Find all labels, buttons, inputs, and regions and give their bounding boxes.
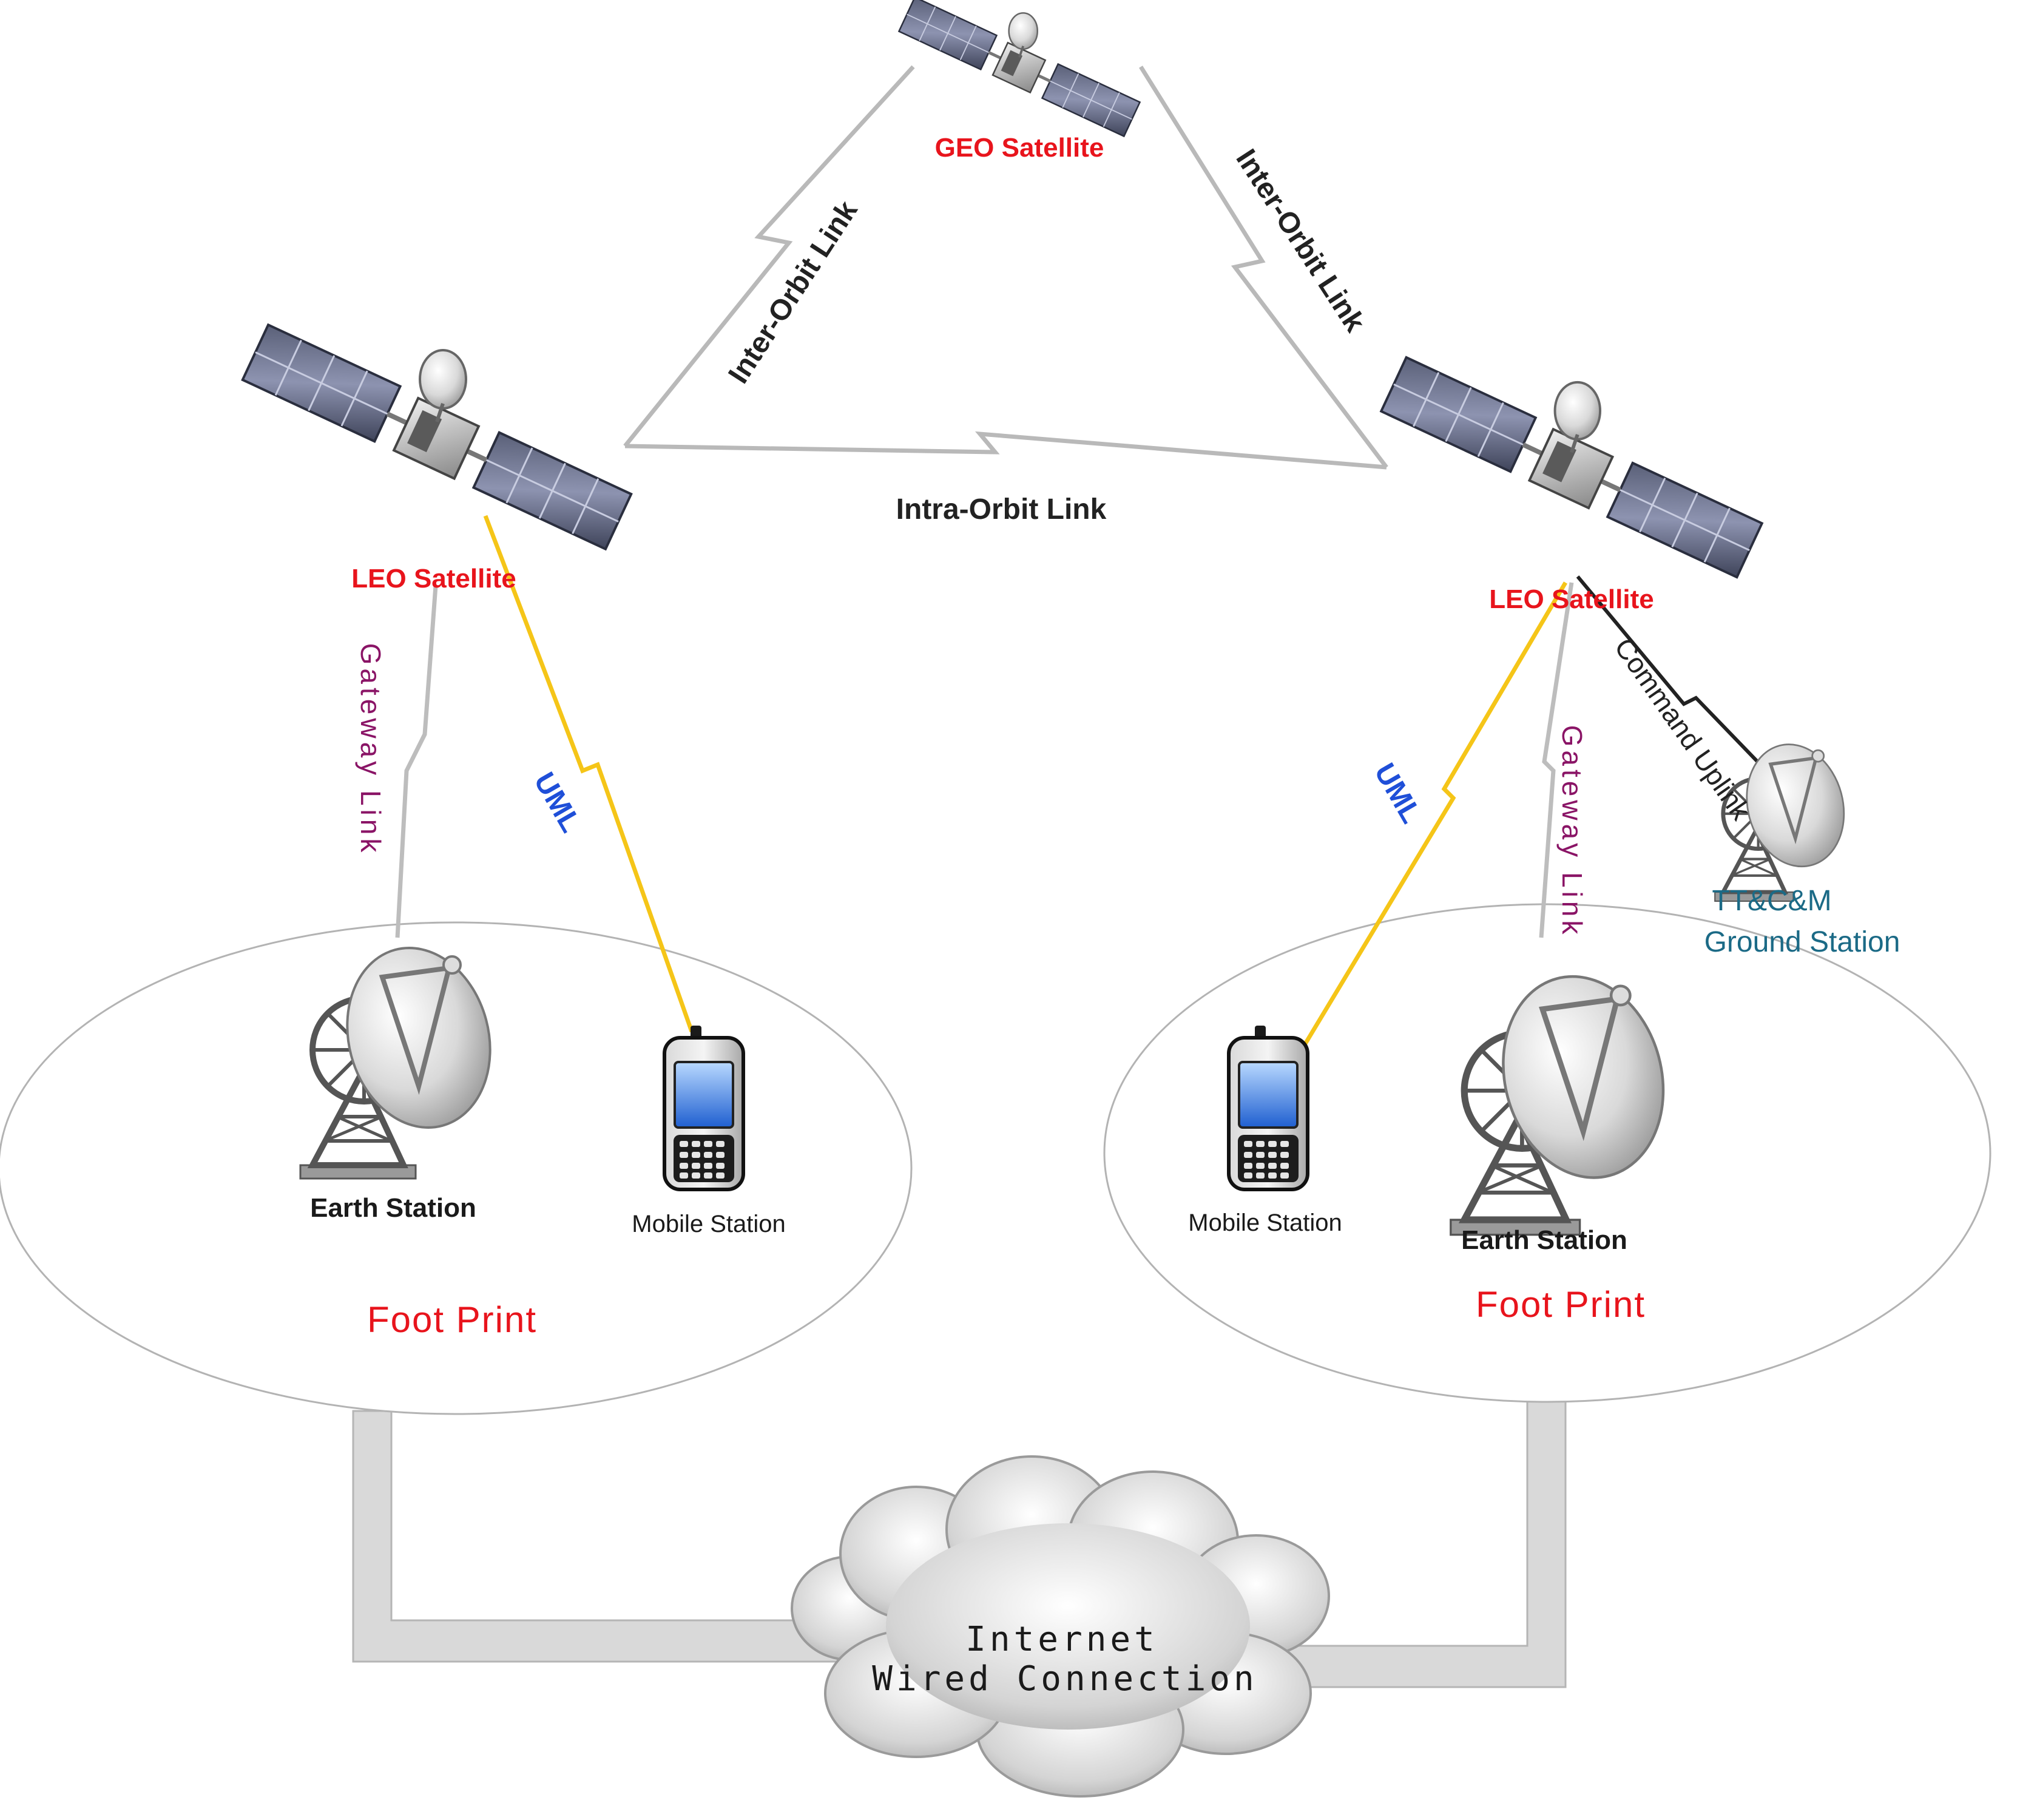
command-uplink-beam <box>1576 575 1783 788</box>
leo-satellite-right-label: LEO Satellite <box>1489 584 1653 614</box>
mobile-station-right-label: Mobile Station <box>1188 1209 1342 1236</box>
inter-orbit-link-left-label: Inter-Orbit Link <box>722 195 863 390</box>
geo-satellite-label: GEO Satellite <box>935 133 1104 163</box>
ground-station-label-line2: Ground Station <box>1704 926 1900 958</box>
uml-right-label: UML <box>1368 758 1427 829</box>
uml-beam-left <box>483 515 694 1033</box>
internet-label: Internet <box>965 1620 1158 1659</box>
gateway-link-left <box>395 585 438 938</box>
geo-satellite-icon <box>899 0 1140 137</box>
command-uplink-label: Command Uplink <box>1609 632 1758 826</box>
orbit-link-triangle <box>623 65 1388 470</box>
uml-left-label: UML <box>527 767 587 838</box>
earth-station-right-label: Earth Station <box>1461 1225 1627 1255</box>
footprint-left-label: Foot Print <box>367 1299 537 1340</box>
earth-station-left-label: Earth Station <box>310 1193 476 1223</box>
wired-connection-label: Wired Connection <box>872 1659 1257 1699</box>
mobile-phone-left-icon <box>664 1026 743 1189</box>
leo-satellite-right-icon <box>1381 357 1762 577</box>
leo-satellite-left-icon <box>243 325 631 549</box>
gateway-link-right <box>1539 582 1574 938</box>
gateway-link-right-label: Gateway Link <box>1556 725 1588 938</box>
footprint-right-label: Foot Print <box>1476 1284 1646 1325</box>
intra-orbit-link-label: Intra-Orbit Link <box>896 493 1107 526</box>
uml-beam-right <box>1300 581 1568 1051</box>
gateway-link-left-label: Gateway Link <box>355 643 387 856</box>
leo-satellite-left-label: LEO Satellite <box>351 564 516 594</box>
mobile-station-left-label: Mobile Station <box>632 1211 785 1237</box>
ground-station-label-line1: TT&C&M <box>1712 885 1831 917</box>
mobile-phone-right-icon <box>1229 1026 1308 1189</box>
internet-cloud-icon <box>791 1455 1330 1798</box>
